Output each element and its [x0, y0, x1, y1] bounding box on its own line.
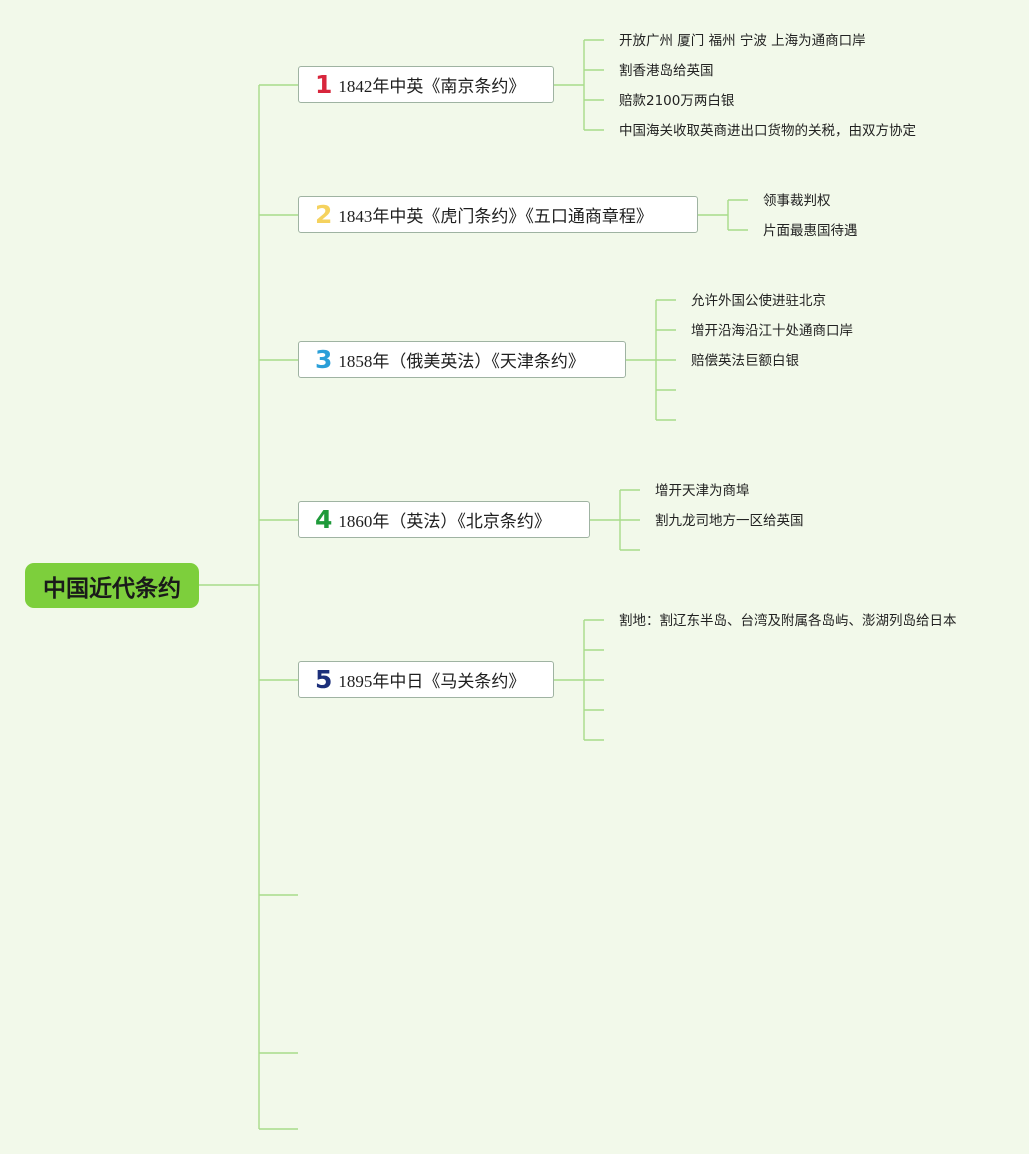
- leaf-item[interactable]: 开放广州 厦门 福州 宁波 上海为通商口岸: [619, 33, 866, 49]
- branch-label: 1842年中英《南京条约》: [338, 77, 526, 96]
- leaf-item[interactable]: 赔偿英法巨额白银: [691, 353, 799, 369]
- leaf-item[interactable]: 赔款2100万两白银: [619, 93, 735, 109]
- branch-node-1858[interactable]: 3 1858年（俄美英法）《天津条约》: [298, 341, 626, 378]
- branch-node-1842[interactable]: 1 1842年中英《南京条约》: [298, 66, 554, 103]
- number-badge-3: 3: [315, 345, 333, 374]
- leaf-item[interactable]: 割香港岛给英国: [619, 63, 714, 79]
- root-title: 中国近代条约: [43, 575, 181, 602]
- leaf-item[interactable]: 增开天津为商埠: [655, 483, 750, 499]
- leaf-item[interactable]: 允许外国公使进驻北京: [691, 293, 826, 309]
- leaf-item[interactable]: 增开沿海沿江十处通商口岸: [691, 323, 853, 339]
- branch-node-1860[interactable]: 4 1860年（英法）《北京条约》: [298, 501, 590, 538]
- branch-node-1843[interactable]: 2 1843年中英《虎门条约》《五口通商章程》: [298, 196, 698, 233]
- number-badge-2: 2: [315, 200, 333, 229]
- leaf-item[interactable]: 片面最惠国待遇: [763, 223, 858, 239]
- branch-label: 1895年中日《马关条约》: [338, 672, 526, 691]
- branch-label: 1858年（俄美英法）《天津条约》: [338, 352, 585, 371]
- branch-label: 1860年（英法）《北京条约》: [338, 512, 551, 531]
- number-badge-1: 1: [315, 70, 333, 99]
- leaf-item[interactable]: 割九龙司地方一区给英国: [655, 513, 804, 529]
- branch-node-1895[interactable]: 5 1895年中日《马关条约》: [298, 661, 554, 698]
- leaf-item[interactable]: 割地：割辽东半岛、台湾及附属各岛屿、澎湖列岛给日本: [619, 613, 957, 629]
- number-badge-5: 5: [315, 665, 333, 694]
- branch-label: 1843年中英《虎门条约》《五口通商章程》: [338, 207, 653, 226]
- root-node[interactable]: 中国近代条约: [25, 563, 199, 608]
- leaf-item[interactable]: 领事裁判权: [763, 193, 831, 209]
- number-badge-4: 4: [315, 505, 333, 534]
- leaf-item[interactable]: 中国海关收取英商进出口货物的关税，由双方协定: [619, 123, 916, 139]
